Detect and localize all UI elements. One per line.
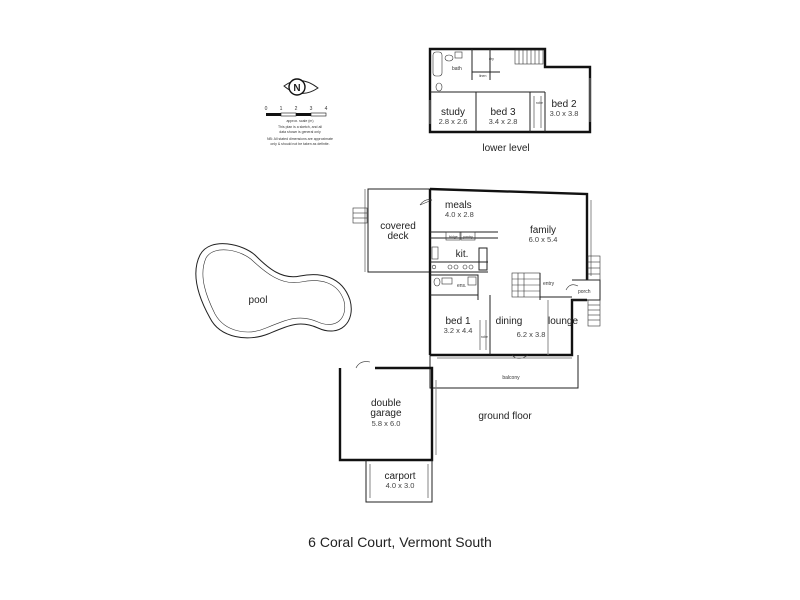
scale-tick-4: 4 [325, 106, 328, 112]
pantry-label: pantry [463, 235, 473, 239]
ground-floor-title: ground floor [478, 411, 532, 422]
scale-note-4: only & should not be taken as definite. [270, 142, 329, 146]
stairs-icon [511, 272, 541, 298]
study-label: study [441, 107, 465, 118]
bed3-label: bed 3 [490, 107, 515, 118]
pool-label: pool [249, 295, 268, 306]
meals-label: meals [445, 200, 472, 211]
scale-tick-0: 0 [265, 106, 268, 112]
scale-note-1: This plan is a sketch, and all [278, 125, 322, 129]
lounge-dim: 6.2 x 3.8 [517, 330, 546, 339]
bed1-label: bed 1 [445, 316, 470, 327]
scale-note-3: NB: All stated dimensions are approximat… [267, 137, 333, 141]
lower-level-plan: dry linen bath study 2.8 x 2.6 bed 3 3.4… [428, 47, 592, 154]
bed1-dim: 3.2 x 4.4 [444, 326, 473, 335]
lower-linen-label: linen [479, 74, 486, 78]
study-dim: 2.8 x 2.6 [439, 117, 468, 126]
property-address: 6 Coral Court, Vermont South [308, 534, 492, 550]
garage-label-2: garage [370, 408, 402, 419]
covered-deck-label-2: deck [387, 231, 409, 242]
north-compass-icon: N [283, 78, 319, 96]
entry-label: entry [543, 281, 555, 287]
bed1-robe-label: robe [481, 335, 488, 339]
kitchen-label: kit. [456, 249, 469, 260]
porch-label: porch [578, 289, 591, 295]
scale-label: approx. scale (m) [286, 119, 313, 123]
lower-dry-label: dry [489, 57, 494, 61]
balcony-label: balcony [502, 375, 520, 381]
carport-label: carport [384, 471, 415, 482]
bed3-dim: 3.4 x 2.8 [489, 117, 518, 126]
fridge-label: fridge [449, 235, 458, 239]
bed2-label: bed 2 [551, 99, 576, 110]
garage-label-1: double [371, 398, 401, 409]
pool: pool [195, 243, 352, 339]
family-label: family [530, 225, 556, 236]
covered-deck-label-1: covered [380, 221, 416, 232]
family-dim: 6.0 x 5.4 [529, 235, 558, 244]
ensuite-label: ens. [457, 283, 466, 289]
scale-note-2: data shown is general only [279, 130, 321, 134]
bed2-dim: 3.0 x 3.8 [550, 109, 579, 118]
lower-bath-label: bath [452, 66, 462, 72]
meals-dim: 4.0 x 2.8 [445, 210, 474, 219]
lounge-label: lounge [548, 316, 578, 327]
garage-dim: 5.8 x 6.0 [372, 419, 401, 428]
dining-label: dining [496, 316, 523, 327]
scale-bar: 0 1 2 3 4 approx. scale (m) This plan is… [265, 106, 333, 146]
scale-tick-2: 2 [295, 106, 298, 112]
scale-tick-1: 1 [280, 106, 283, 112]
lower-robe-label: robe [536, 101, 543, 105]
lower-level-title: lower level [482, 143, 529, 154]
scale-tick-3: 3 [310, 106, 313, 112]
ground-floor-plan: fridge pantry [352, 187, 601, 422]
garage-carport: double garage 5.8 x 6.0 carport 4.0 x 3.… [338, 361, 437, 503]
compass-letter: N [293, 83, 300, 94]
carport-dim: 4.0 x 3.0 [386, 481, 415, 490]
